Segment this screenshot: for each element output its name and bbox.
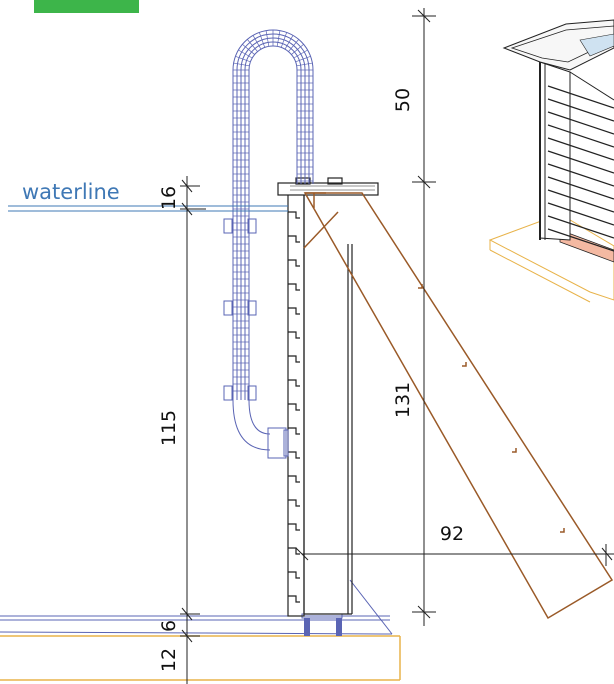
dim-ladder-height: 131 [392, 382, 414, 418]
wall-notch [288, 475, 300, 483]
wall-notch [288, 403, 300, 411]
handrail-ring [284, 35, 294, 50]
handrail-ring [247, 39, 258, 52]
wall-notch [288, 595, 300, 603]
dim-slab: 12 [158, 648, 180, 672]
wall-notch [288, 571, 300, 579]
handrail-brackets [223, 218, 257, 401]
pool-wall [277, 177, 379, 617]
wall-plank [547, 228, 614, 252]
handrail-ring [293, 49, 308, 59]
wall-plank [547, 189, 614, 213]
green-tab [34, 0, 139, 13]
ladder [303, 192, 614, 620]
wall-notch [288, 211, 300, 219]
wall-notch [288, 379, 300, 387]
wall-planks [547, 85, 614, 252]
dim-waterline-gap: 16 [158, 186, 180, 210]
wall-plank [547, 215, 614, 239]
dim-ladder-run: 92 [440, 523, 464, 545]
handrail-ring [238, 49, 253, 59]
wall-notch [288, 283, 300, 291]
wall-notch [288, 307, 300, 315]
foundation-base [0, 579, 393, 636]
handrail-ring [288, 39, 299, 52]
wall-plank [547, 163, 614, 187]
wall-notch [288, 427, 300, 435]
waterline-marker: waterline [8, 180, 288, 212]
wall-plank [547, 85, 614, 109]
handrail-ring [291, 44, 304, 55]
wall-notch [288, 355, 300, 363]
wall-plank [547, 98, 614, 122]
wall-notch [288, 331, 300, 339]
wall-plank [547, 150, 614, 174]
handrail-ring [280, 32, 288, 48]
handrail-ring [233, 62, 250, 67]
wall-plank [547, 111, 614, 135]
concrete-slab [0, 635, 401, 681]
dim-pool-depth: 115 [158, 410, 180, 446]
wall-notch [288, 523, 300, 531]
wall-plank [547, 124, 614, 148]
wall-plank [547, 202, 614, 226]
handrail-ring [295, 55, 311, 63]
wall-plank [547, 137, 614, 161]
dim-base: 6 [158, 620, 180, 632]
wall-notch [288, 451, 300, 459]
handrail-ring [252, 35, 262, 50]
wall-notch [288, 547, 300, 555]
wall-notch [288, 235, 300, 243]
wall-notches [288, 211, 300, 603]
wall-plank [547, 176, 614, 200]
handrail-rings [233, 30, 313, 392]
dimension-lines [180, 8, 614, 684]
handrail-ring [276, 30, 281, 47]
wall-notch [288, 259, 300, 267]
waterline-label: waterline [22, 180, 120, 204]
handrail-ring [265, 30, 270, 47]
handrail-ring [235, 55, 251, 63]
handrail-ring [296, 62, 313, 67]
dim-top-post: 50 [392, 88, 414, 112]
wall-notch [288, 499, 300, 507]
handrail-ring [242, 44, 255, 55]
handrail-ring [258, 32, 266, 48]
pool-perspective-sketch [488, 19, 614, 303]
